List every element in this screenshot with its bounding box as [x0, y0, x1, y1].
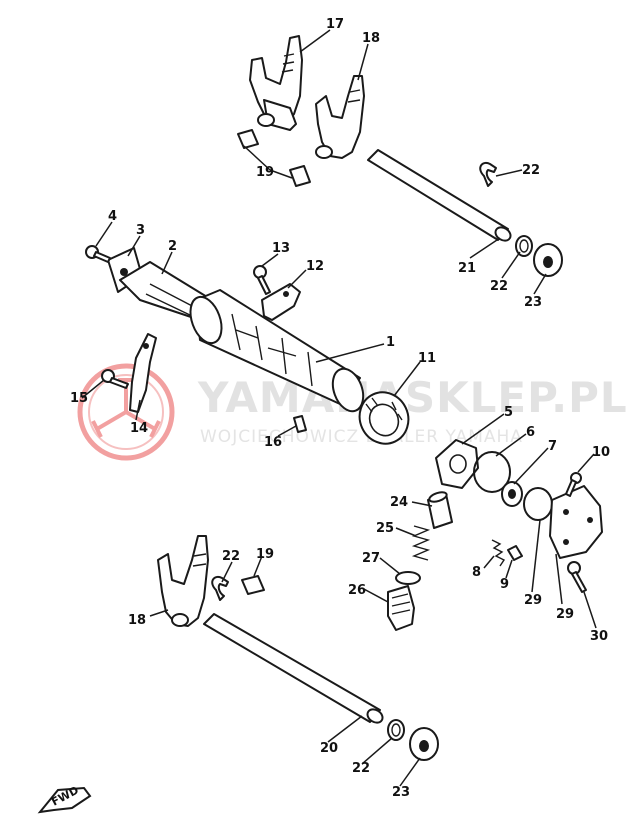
circlip-22-lower-b	[387, 719, 405, 741]
bolt-13	[253, 265, 271, 295]
shift-drum-assembly	[85, 245, 410, 445]
shift-drum-1	[189, 289, 365, 413]
washer-23-lower	[409, 727, 439, 761]
callout-27: 27	[362, 551, 380, 566]
callout-30: 30	[590, 629, 608, 644]
screw-10	[565, 472, 582, 497]
cover-and-switch-assembly	[387, 439, 603, 631]
screw-30	[567, 561, 587, 593]
contact-pin-9	[507, 545, 523, 561]
bolt-4	[85, 245, 111, 263]
callout-12: 12	[306, 259, 324, 274]
collar-24	[427, 491, 453, 529]
callout-6: 6	[526, 425, 535, 440]
callout-9: 9	[500, 577, 509, 592]
callout-15: 15	[70, 391, 88, 406]
leader-lines	[81, 29, 597, 787]
callout-1: 1	[386, 335, 395, 350]
callout-22-lower-a: 22	[222, 549, 240, 564]
shift-fork-guide-bar-lower	[203, 613, 384, 724]
circlip-22-upper-a	[479, 162, 497, 187]
callout-29-a: 29	[524, 593, 542, 608]
guide-pin-19-lower	[241, 575, 265, 595]
callout-13: 13	[272, 241, 290, 256]
callout-22-upper-b: 22	[490, 279, 508, 294]
washer-23-upper	[533, 243, 563, 277]
circlip-22-lower-a	[211, 576, 229, 601]
bracket-12	[261, 283, 301, 321]
watermark-dealer: WOJCIECHOWICZ DEALER YAMAHA	[200, 427, 523, 447]
shift-fork-18-upper	[315, 75, 365, 159]
circlip-22-upper-b	[515, 235, 533, 257]
callout-8: 8	[472, 565, 481, 580]
callout-18-lower: 18	[128, 613, 146, 628]
callout-7: 7	[548, 439, 557, 454]
callout-22-lower-b: 22	[352, 761, 370, 776]
contact-spring-8	[491, 539, 506, 567]
yamaha-tuning-fork-logo	[77, 363, 175, 461]
callout-20: 20	[320, 741, 338, 756]
o-ring-6	[473, 451, 511, 493]
callout-4: 4	[108, 209, 117, 224]
watermark-brand: YAMAHASKLEP.PL	[197, 373, 628, 422]
callout-23-upper: 23	[524, 295, 542, 310]
pin-16	[293, 415, 307, 433]
callout-2: 2	[168, 239, 177, 254]
callout-23-lower: 23	[392, 785, 410, 800]
callout-19-upper: 19	[256, 165, 274, 180]
bolt-15	[101, 369, 129, 389]
upper-shift-fork-assembly	[237, 35, 563, 277]
callout-5: 5	[504, 405, 513, 420]
callout-3: 3	[136, 223, 145, 238]
callout-19-lower: 19	[256, 547, 274, 562]
callout-11: 11	[418, 351, 436, 366]
shift-fork-17	[249, 35, 303, 131]
stopper-plate-5	[435, 439, 479, 489]
callout-labels: 17 18 19 22 21 22 23 4 3 2 13 12 1 11 15…	[70, 17, 610, 800]
callout-18-upper: 18	[362, 31, 380, 46]
callout-29-b: 29	[556, 607, 574, 622]
callout-26: 26	[348, 583, 366, 598]
spring-25	[411, 525, 431, 561]
bearing-11	[358, 391, 410, 445]
shift-fork-18-lower	[157, 535, 209, 627]
callout-10: 10	[592, 445, 610, 460]
watermark: YAMAHASKLEP.PL WOJCIECHOWICZ DEALER YAMA…	[77, 363, 628, 461]
callout-14: 14	[130, 421, 148, 436]
plug-bolt-26	[387, 585, 415, 631]
washer-7	[501, 481, 523, 507]
guide-pin-19-upper-a	[237, 129, 259, 149]
shift-fork-guide-bar-upper	[367, 149, 512, 242]
switch-cover	[549, 485, 603, 559]
stopper-lever-14	[129, 333, 157, 413]
lower-shift-fork-assembly	[157, 535, 439, 761]
o-ring-29	[523, 487, 553, 521]
callout-17: 17	[326, 17, 344, 32]
callout-22-upper-a: 22	[522, 163, 540, 178]
gasket-27	[395, 571, 421, 585]
forward-direction-mark: FWD	[37, 784, 92, 814]
callout-16: 16	[264, 435, 282, 450]
callout-25: 25	[376, 521, 394, 536]
callout-21: 21	[458, 261, 476, 276]
callout-24: 24	[390, 495, 408, 510]
guide-pin-19-upper-b	[289, 165, 311, 187]
